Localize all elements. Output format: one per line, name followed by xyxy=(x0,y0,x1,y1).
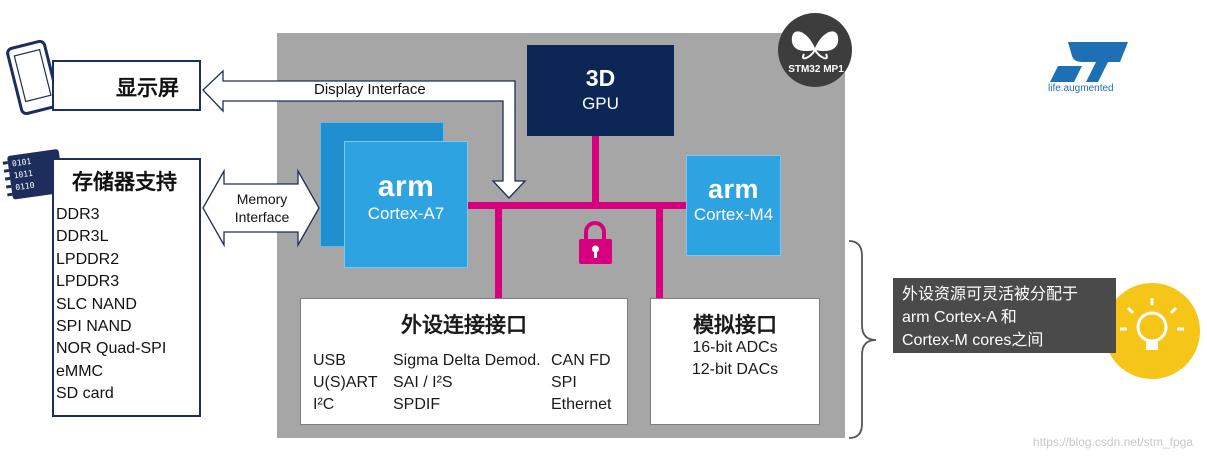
memory-item: LPDDR2 xyxy=(56,250,120,268)
peripheral-item: U(S)ART xyxy=(313,374,378,391)
memory-list: DDR3 DDR3L LPDDR2 LPDDR3 SLC NAND SPI NA… xyxy=(56,204,166,406)
stm32mp1-badge-text: STM32 MP1 xyxy=(788,64,844,75)
main-bus xyxy=(466,202,688,209)
cortex-a7-label: Cortex-A7 xyxy=(367,204,445,223)
memory-item: SPI NAND xyxy=(56,318,132,336)
memory-support-box: 存储器支持 DDR3 DDR3L LPDDR2 LPDDR3 SLC NAND … xyxy=(52,158,201,417)
memory-item: LPDDR3 xyxy=(56,273,120,291)
memory-item: SD card xyxy=(56,385,114,403)
peripheral-item: SPDIF xyxy=(393,396,441,413)
peripheral-col1: USB U(S)ART I²C xyxy=(313,350,378,416)
gpu-block: 3D GPU xyxy=(527,45,674,136)
memory-interface-line1: Memory xyxy=(236,191,288,207)
display-interface-arrow xyxy=(202,69,527,199)
svg-text:1011: 1011 xyxy=(13,169,34,181)
peripheral-item: SAI / I²S xyxy=(393,374,453,391)
peripheral-title: 外设连接接口 xyxy=(401,314,527,337)
stm32mp1-badge xyxy=(778,13,852,87)
tablet-icon xyxy=(6,39,61,116)
memory-interface-arrow xyxy=(202,168,320,248)
st-tagline: life.augmented xyxy=(1048,83,1114,94)
arm-logo: arm xyxy=(377,170,435,203)
cortex-m4-label: Cortex-M4 xyxy=(693,205,774,224)
svg-text:0101: 0101 xyxy=(11,157,32,169)
memory-interface-line2: Interface xyxy=(234,209,290,225)
peripheral-item: SPI xyxy=(551,374,577,391)
memory-title: 存储器支持 xyxy=(72,171,177,194)
arm-logo: arm xyxy=(707,174,760,204)
peripheral-col2: Sigma Delta Demod. SAI / I²S SPDIF xyxy=(393,350,541,416)
memory-item: eMMC xyxy=(56,362,104,380)
analog-item: 12-bit DACs xyxy=(691,361,779,378)
watermark: https://blog.csdn.net/stm_fpga xyxy=(1032,435,1193,449)
display-title: 显示屏 xyxy=(116,77,179,100)
analog-bus-link xyxy=(656,202,663,298)
peripheral-item: USB xyxy=(313,352,346,369)
brace xyxy=(848,240,877,439)
callout-line2: arm Cortex-A 和 xyxy=(902,309,1017,326)
peripheral-item: Ethernet xyxy=(551,396,612,413)
peripheral-interfaces-box: 外设连接接口 USB U(S)ART I²C Sigma Delta Demod… xyxy=(300,298,628,425)
peripheral-item: Sigma Delta Demod. xyxy=(393,352,541,369)
callout-line1: 外设资源可灵活被分配于 xyxy=(902,286,1079,303)
lightbulb-icon xyxy=(1104,283,1200,379)
memory-item: SLC NAND xyxy=(56,295,137,313)
peripheral-item: I²C xyxy=(313,396,335,413)
gpu-title: 3D xyxy=(585,65,616,91)
display-interface-label: Display Interface xyxy=(314,81,426,98)
analog-item: 16-bit ADCs xyxy=(692,339,778,356)
peripheral-bus-link xyxy=(495,202,502,298)
svg-text:0110: 0110 xyxy=(15,181,36,193)
gpu-subtitle: GPU xyxy=(582,94,619,113)
allocation-callout: 外设资源可灵活被分配于 arm Cortex-A 和 Cortex-M core… xyxy=(893,278,1116,353)
analog-title: 模拟接口 xyxy=(693,314,777,337)
memory-item: DDR3L xyxy=(56,228,109,246)
memory-item: DDR3 xyxy=(56,206,100,223)
st-logo-icon xyxy=(1050,42,1128,82)
peripheral-item: CAN FD xyxy=(551,352,611,369)
cortex-m4-block: arm Cortex-M4 xyxy=(686,155,781,256)
peripheral-col3: CAN FD SPI Ethernet xyxy=(551,350,611,416)
lock-icon xyxy=(579,221,612,264)
display-box: 显示屏 xyxy=(52,60,201,111)
callout-line3: Cortex-M cores之间 xyxy=(902,332,1044,349)
analog-interfaces-box: 模拟接口 16-bit ADCs 12-bit DACs xyxy=(650,298,820,425)
gpu-bus-link xyxy=(592,136,599,206)
analog-list: 16-bit ADCs 12-bit DACs xyxy=(651,337,819,381)
cortex-a7-block: arm Cortex-A7 xyxy=(344,141,468,268)
memory-interface-label: Memory Interface xyxy=(226,190,298,226)
memory-item: NOR Quad-SPI xyxy=(56,340,167,358)
